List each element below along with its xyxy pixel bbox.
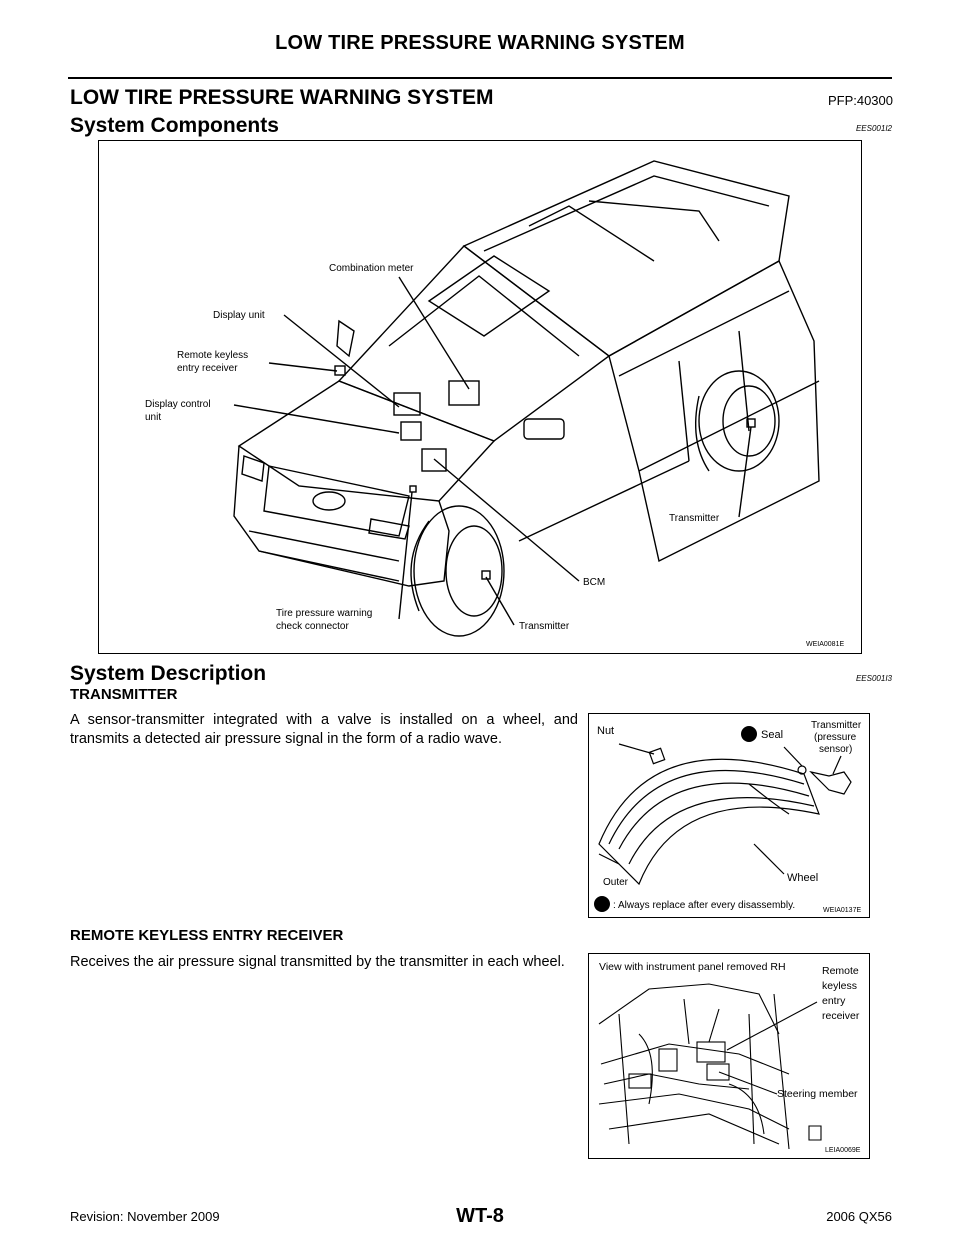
components-title: System Components (70, 114, 279, 137)
description-code: EES001I3 (855, 674, 892, 683)
label-display-control-1: Display control (145, 399, 211, 410)
header-rule (68, 77, 892, 79)
label-outer: Outer (603, 877, 629, 888)
label-wheel: Wheel (787, 872, 818, 884)
label-remote-keyless-2: entry receiver (177, 363, 238, 374)
label-remote-1: Remote (822, 965, 859, 977)
components-figure-id: WEIA0081E (806, 641, 844, 648)
footer-revision: Revision: November 2009 (70, 1209, 220, 1224)
receiver-heading: REMOTE KEYLESS ENTRY RECEIVER (70, 927, 344, 944)
label-remote-4: receiver (822, 1010, 860, 1022)
vehicle-illustration: Combination meter Display unit Remote ke… (145, 160, 844, 648)
label-transmitter-1: Transmitter (811, 720, 862, 731)
footer-model: 2006 QX56 (826, 1209, 892, 1224)
transmitter-figure: Nut Seal Transmitter (pressure sensor) O… (588, 713, 870, 918)
label-transmitter-rear: Transmitter (669, 513, 720, 524)
label-bcm: BCM (583, 577, 605, 588)
label-transmitter-front: Transmitter (519, 621, 570, 632)
label-nut: Nut (597, 725, 614, 737)
receiver-figure: View with instrument panel removed RH Re… (588, 953, 870, 1159)
receiver-text: Receives the air pressure signal transmi… (70, 954, 565, 970)
label-remote-3: entry (822, 995, 846, 1007)
wheel-illustration: Nut Seal Transmitter (pressure sensor) O… (594, 720, 862, 914)
receiver-figure-id: LEIA0069E (825, 1147, 861, 1154)
label-replace-note: : Always replace after every disassembly… (613, 900, 795, 911)
section-code: PFP:40300 (827, 93, 893, 108)
label-combination-meter: Combination meter (329, 263, 414, 274)
receiver-illustration: View with instrument panel removed RH Re… (598, 961, 861, 1154)
components-code: EES001I2 (855, 124, 892, 133)
label-steering-member: Steering member (777, 1088, 858, 1100)
section-title: LOW TIRE PRESSURE WARNING SYSTEM (70, 86, 494, 109)
label-display-unit: Display unit (213, 310, 265, 321)
label-display-control-2: unit (145, 412, 161, 423)
label-transmitter-2: (pressure (814, 732, 857, 743)
label-remote-2: keyless (822, 980, 857, 992)
label-tire-check-2: check connector (276, 621, 349, 632)
description-title: System Description (70, 662, 267, 685)
label-seal: Seal (761, 729, 783, 741)
label-remote-keyless-1: Remote keyless (177, 350, 248, 361)
label-transmitter-3: sensor) (819, 744, 852, 755)
label-view: View with instrument panel removed RH (599, 961, 786, 973)
transmitter-text: A sensor-transmitter integrated with a v… (70, 712, 578, 747)
transmitter-heading: TRANSMITTER (70, 686, 178, 703)
label-tire-check-1: Tire pressure warning (276, 608, 372, 619)
page-header: LOW TIRE PRESSURE WARNING SYSTEM (275, 32, 685, 54)
components-figure: Combination meter Display unit Remote ke… (98, 140, 862, 654)
footer-page-number: WT-8 (456, 1205, 504, 1227)
transmitter-figure-id: WEIA0137E (823, 907, 861, 914)
